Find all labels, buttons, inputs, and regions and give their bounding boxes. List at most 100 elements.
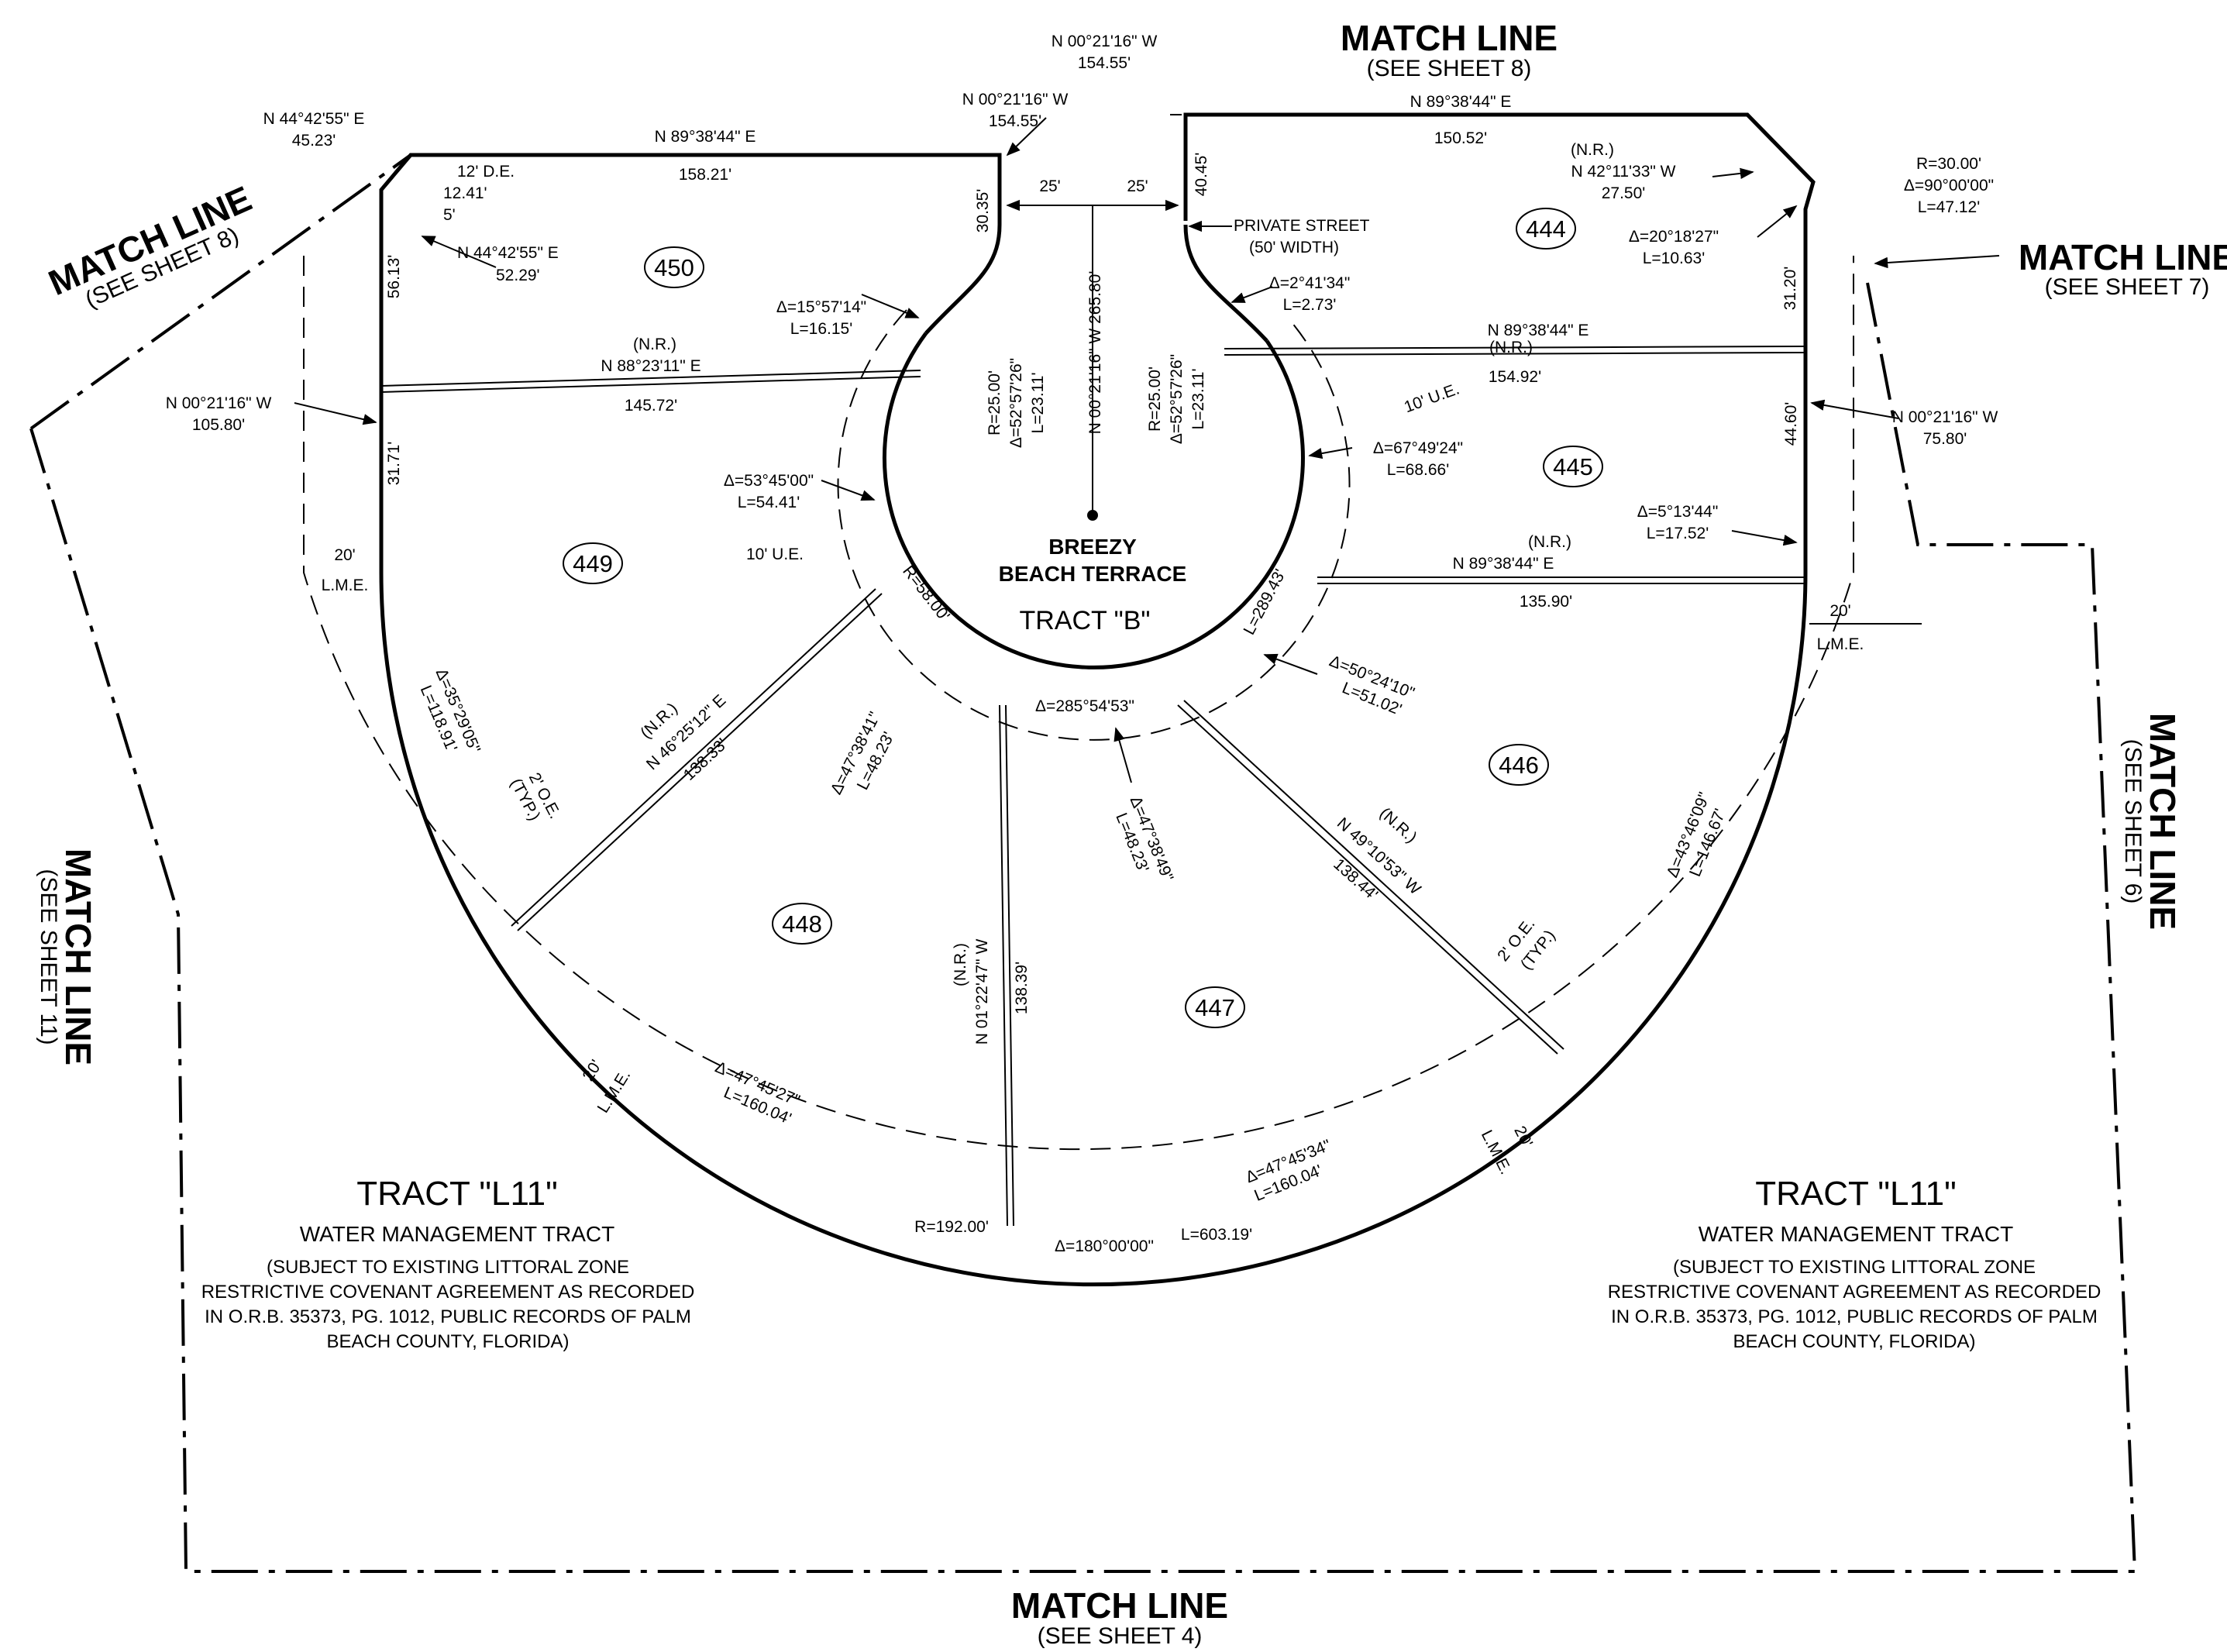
annotation: 10' U.E.	[1402, 380, 1461, 416]
tract-boundary	[29, 153, 2137, 1573]
annotation: N 44°42'55" E	[457, 244, 559, 262]
center-name-line1: BREEZY	[1048, 535, 1137, 559]
annotation: 145.72'	[625, 397, 677, 415]
annotation: L=16.15'	[790, 320, 853, 338]
annotation: L.M.E.	[1817, 635, 1864, 653]
annotation: L.M.E.	[322, 576, 369, 594]
annotation: Δ=180°00'00"	[1055, 1237, 1154, 1255]
water-tract-left-subtitle: WATER MANAGEMENT TRACT	[300, 1222, 615, 1246]
annotation: N 00°21'16" W	[962, 91, 1069, 108]
annotation: 20'	[1829, 602, 1850, 620]
annotation: N 88°23'11" E	[601, 357, 700, 375]
water-tract-left-note-2: RESTRICTIVE COVENANT AGREEMENT AS RECORD…	[201, 1282, 695, 1303]
annotation: N 00°21'16" W	[1052, 33, 1158, 50]
lot-448: 448	[772, 903, 832, 945]
annotation: (N.R.)	[952, 943, 969, 986]
annotation: Δ=2°41'34"	[1269, 274, 1351, 292]
annotation: L=603.19'	[1181, 1226, 1252, 1244]
match-line-left-side-sub: (SEE SHEET 11)	[36, 869, 61, 1045]
water-tract-left-title: TRACT "L11"	[356, 1175, 557, 1213]
annotation: 31.71'	[385, 442, 403, 486]
annotation: Δ=52°57'26"	[1007, 358, 1025, 448]
center-name-line2: BEACH TERRACE	[999, 562, 1187, 586]
annotation: 150.52'	[1434, 129, 1487, 147]
water-tract-right-note-2: RESTRICTIVE COVENANT AGREEMENT AS RECORD…	[1608, 1282, 2101, 1303]
annotation: 5'	[443, 206, 456, 224]
annotation: 105.80'	[192, 416, 245, 434]
match-line-top-sub: (SEE SHEET 8)	[1367, 56, 1532, 81]
annotation: 158.21'	[679, 166, 731, 184]
match-line-left-side: MATCH LINE (SEE SHEET 11)	[36, 848, 98, 1065]
annotation: 154.55'	[1078, 54, 1131, 72]
annotation: (50' WIDTH)	[1249, 239, 1339, 256]
annotation: Δ=90°00'00"	[1904, 177, 1994, 194]
annotation: 75.80'	[1923, 430, 1967, 448]
annotation: 20'	[334, 546, 355, 564]
lot-447: 447	[1185, 986, 1245, 1028]
annotation: L=17.52'	[1647, 525, 1709, 542]
annotation: 44.60'	[1782, 402, 1800, 446]
match-line-top: MATCH LINE (SEE SHEET 8)	[1341, 18, 1558, 81]
annotation: R=25.00'	[1146, 367, 1164, 432]
lot-445: 445	[1543, 446, 1603, 487]
water-tract-left-note-3: IN O.R.B. 35373, PG. 1012, PUBLIC RECORD…	[205, 1306, 691, 1327]
annotation: 52.29'	[496, 267, 540, 284]
annotation: L=54.41'	[738, 494, 800, 511]
annotation: 30.35'	[974, 189, 992, 233]
match-line-right-side-sub: (SEE SHEET 6)	[2120, 739, 2146, 904]
match-line-right-top: MATCH LINE (SEE SHEET 7)	[2019, 237, 2227, 300]
annotation: N 89°38'44" E	[1453, 555, 1554, 573]
annotation: (N.R.)	[1571, 141, 1614, 159]
annotation: R=25.00'	[986, 370, 1003, 435]
lot-boundary	[379, 112, 1816, 1287]
annotation: L=10.63'	[1643, 250, 1706, 267]
annotation: (N.R.)	[633, 336, 676, 353]
svg-text:446: 446	[1499, 752, 1539, 779]
match-line-bottom-sub: (SEE SHEET 4)	[1038, 1623, 1203, 1649]
annotation: N 00°21'16" W	[1892, 408, 1998, 426]
svg-text:447: 447	[1195, 994, 1235, 1021]
lot-449: 449	[563, 542, 623, 584]
lot-446: 446	[1489, 744, 1549, 786]
water-tract-right-note-4: BEACH COUNTY, FLORIDA)	[1733, 1331, 1976, 1352]
annotation: L=23.11'	[1029, 373, 1047, 434]
annotation: Δ=15°57'14"	[776, 298, 866, 316]
water-tract-right-title: TRACT "L11"	[1755, 1175, 1956, 1213]
annotation: 31.20'	[1781, 267, 1799, 311]
water-tract-left-note-4: BEACH COUNTY, FLORIDA)	[327, 1331, 570, 1352]
svg-text:445: 445	[1553, 453, 1593, 480]
svg-text:444: 444	[1526, 215, 1566, 243]
match-line-left-side-title: MATCH LINE	[58, 848, 98, 1065]
annotation: N 44°42'55" E	[263, 110, 365, 128]
match-line-bottom: MATCH LINE (SEE SHEET 4)	[1011, 1585, 1228, 1649]
water-tract-left-note-1: (SUBJECT TO EXISTING LITTORAL ZONE	[267, 1257, 629, 1278]
annotation: 154.55'	[989, 112, 1041, 130]
center-tract-label: TRACT "B"	[1020, 606, 1151, 635]
annotation: R=192.00'	[914, 1218, 989, 1236]
annotation: 154.92'	[1489, 368, 1541, 386]
annotation: 56.13'	[385, 255, 403, 299]
center-tract: BREEZY BEACH TERRACE TRACT "B"	[999, 535, 1187, 635]
annotation: R=58.00'	[899, 563, 953, 625]
svg-text:449: 449	[573, 550, 613, 577]
annotation: 12.41'	[443, 184, 487, 202]
annotation: Δ=20°18'27"	[1629, 228, 1719, 246]
lme-easement-line	[303, 256, 1854, 1151]
annotation: L=23.11'	[1189, 369, 1207, 430]
annotation: N 89°38'44" E	[1488, 322, 1589, 339]
annotation: 40.45'	[1193, 153, 1210, 197]
match-line-right-side: MATCH LINE (SEE SHEET 6)	[2120, 713, 2183, 930]
annotation: N 01°22'47" W	[973, 939, 991, 1045]
water-tract-right-subtitle: WATER MANAGEMENT TRACT	[1699, 1222, 2014, 1246]
match-line-upper-left: MATCH LINE (SEE SHEET 8)	[43, 178, 257, 313]
dimension-leaders	[294, 114, 2000, 783]
annotation: 27.50'	[1602, 184, 1646, 202]
water-tract-right-note-3: IN O.R.B. 35373, PG. 1012, PUBLIC RECORD…	[1611, 1306, 2098, 1327]
annotation: 10' U.E.	[746, 546, 804, 563]
annotation: R=30.00'	[1916, 155, 1981, 173]
annotation: Δ=53°45'00"	[724, 472, 814, 490]
match-line-right-side-title: MATCH LINE	[2143, 713, 2183, 930]
water-tract-left: TRACT "L11" WATER MANAGEMENT TRACT (SUBJ…	[201, 1175, 695, 1352]
match-line-right-top-title: MATCH LINE	[2019, 237, 2227, 277]
